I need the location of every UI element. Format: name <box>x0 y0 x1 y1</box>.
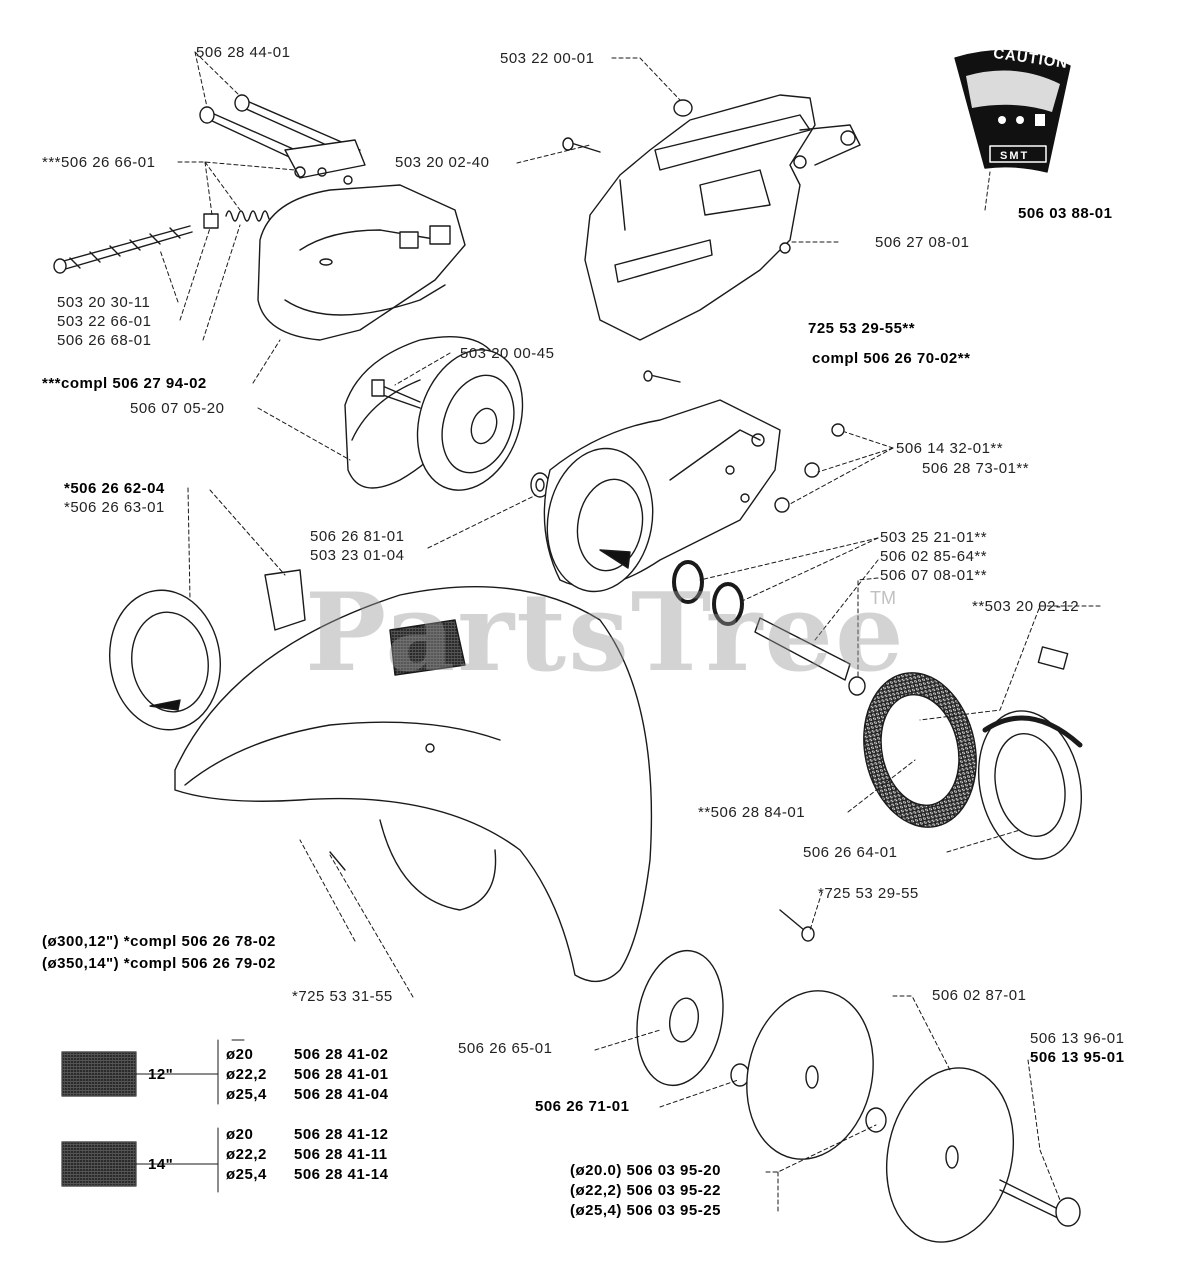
blade-size-14: 14" <box>148 1156 174 1173</box>
part-label: 503 23 01-04 <box>310 547 405 564</box>
blade-dia: ø22,2 <box>226 1066 267 1083</box>
blade-size-12: 12" <box>148 1066 174 1083</box>
part-label: 506 03 88-01 <box>1018 205 1113 222</box>
part-label: 506 07 05-20 <box>130 400 225 417</box>
trademark-mark: TM <box>870 588 896 608</box>
part-label: (ø25,4) 506 03 95-25 <box>570 1202 721 1219</box>
part-label: 503 20 30-11 <box>57 294 151 311</box>
part-label: 506 26 71-01 <box>535 1098 630 1115</box>
part-label: 506 13 95-01 <box>1030 1049 1125 1066</box>
cutting-arm <box>562 94 861 341</box>
part-label: 506 14 32-01** <box>896 440 1004 457</box>
part-label: *506 26 62-04 <box>64 480 165 497</box>
table-bracket-lines <box>135 1039 245 1193</box>
blade-part: 506 28 41-14 <box>294 1166 389 1183</box>
blade-12-icon <box>61 1051 137 1097</box>
flange-washers <box>863 646 1083 860</box>
part-label: 503 25 21-01** <box>880 529 988 546</box>
center-cover-assembly <box>543 370 866 696</box>
part-label: 503 20 00-45 <box>460 345 555 362</box>
part-label: (ø22,2) 506 03 95-22 <box>570 1182 721 1199</box>
part-label: compl 506 26 70-02** <box>812 350 971 367</box>
blade-dia: ø20 <box>226 1046 254 1063</box>
part-label: 506 26 81-01 <box>310 528 405 545</box>
part-label: 506 26 68-01 <box>57 332 152 349</box>
caution-code: SMT <box>1000 150 1030 162</box>
blade-dia: ø20 <box>226 1126 254 1143</box>
part-label: **503 20 02-12 <box>972 598 1080 615</box>
blade-part: 506 28 41-04 <box>294 1086 389 1103</box>
blade-14-icon <box>61 1141 137 1187</box>
partstree-watermark: PartsTree <box>305 570 906 696</box>
part-label: *506 26 63-01 <box>64 499 165 516</box>
part-label: 506 27 08-01 <box>875 234 970 251</box>
part-label: **506 28 84-01 <box>698 804 806 821</box>
part-label: 506 02 87-01 <box>932 987 1027 1004</box>
part-label: 506 13 96-01 <box>1030 1030 1125 1047</box>
blade-guard <box>108 569 653 983</box>
part-label: 506 07 08-01** <box>880 567 988 584</box>
part-label: *725 53 29-55 <box>818 885 919 902</box>
part-label: 503 22 00-01 <box>500 50 595 67</box>
part-label: (ø300,12") *compl 506 26 78-02 <box>42 933 276 950</box>
blade-part: 506 28 41-11 <box>294 1146 388 1163</box>
blade-dia: ø25,4 <box>226 1166 267 1183</box>
part-label: (ø350,14") *compl 506 26 79-02 <box>42 955 276 972</box>
part-label: 503 22 66-01 <box>57 313 152 330</box>
blade-dia: ø22,2 <box>226 1146 267 1163</box>
part-label: 506 28 44-01 <box>196 44 291 61</box>
part-label: *725 53 31-55 <box>292 988 393 1005</box>
blade-part: 506 28 41-02 <box>294 1046 389 1063</box>
part-label: 506 26 64-01 <box>803 844 898 861</box>
part-label: 506 02 85-64** <box>880 548 988 565</box>
part-label: ***506 26 66-01 <box>42 154 156 171</box>
blade-part: 506 28 41-12 <box>294 1126 389 1143</box>
leader-lines <box>159 51 1101 1213</box>
part-label: 506 26 65-01 <box>458 1040 553 1057</box>
part-label: 503 20 02-40 <box>395 154 490 171</box>
part-label: 506 28 73-01** <box>922 460 1030 477</box>
blade-part: 506 28 41-01 <box>294 1066 389 1083</box>
caution-decal <box>954 50 1071 173</box>
part-label: ***compl 506 27 94-02 <box>42 375 207 392</box>
part-label: 725 53 29-55** <box>808 320 916 337</box>
blade-dia: ø25,4 <box>226 1086 267 1103</box>
part-label: (ø20.0) 506 03 95-20 <box>570 1162 721 1179</box>
blade-flanges <box>636 909 1081 1243</box>
belt-guard-assembly <box>53 94 550 498</box>
